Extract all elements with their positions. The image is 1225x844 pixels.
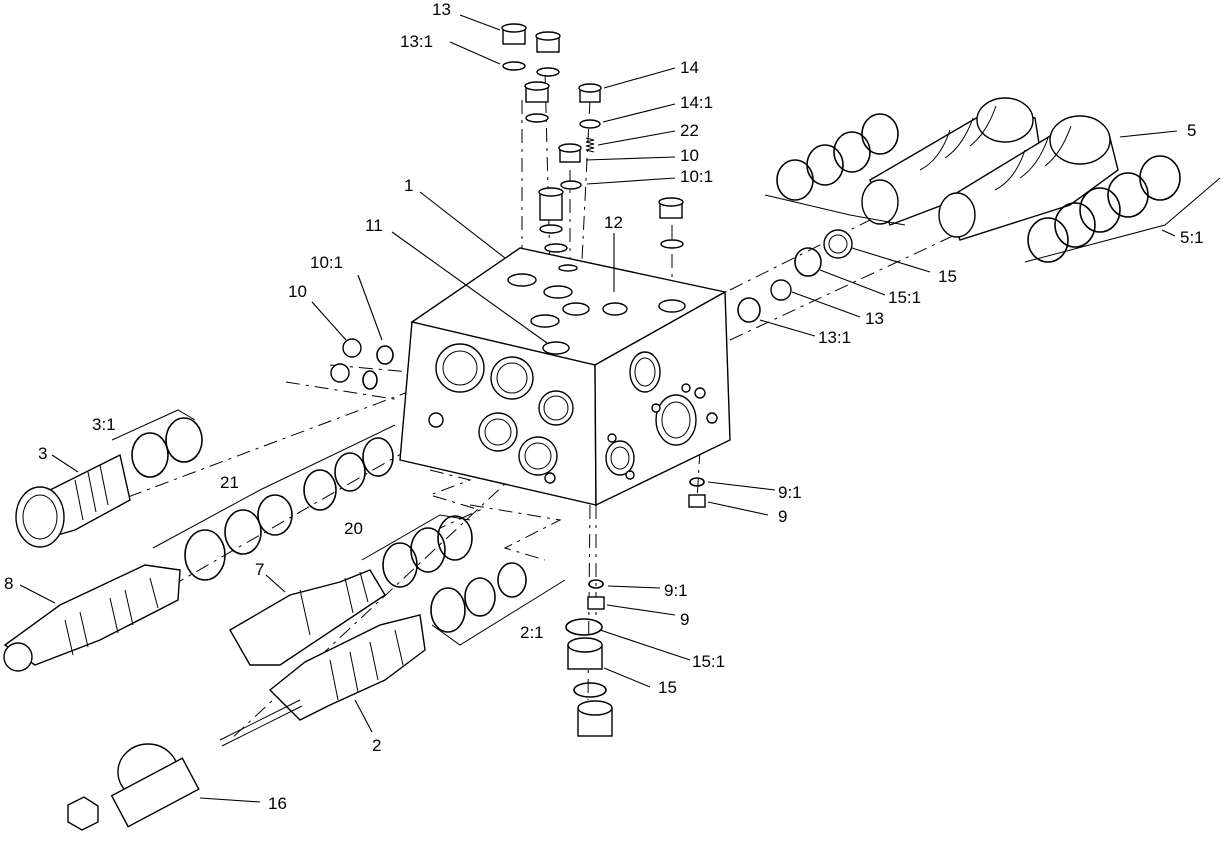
callout-9-lower: 9 bbox=[680, 610, 689, 629]
callout-labels: 13 13:1 14 14:1 22 10 10:1 1 11 12 5 5:1… bbox=[4, 0, 1204, 813]
callout-13-1-right: 13:1 bbox=[818, 328, 851, 347]
callout-9-upper: 9 bbox=[778, 507, 787, 526]
leader-lines bbox=[19, 14, 1178, 803]
callout-13-1-top: 13:1 bbox=[400, 32, 433, 51]
callout-9-1-lower: 9:1 bbox=[664, 581, 688, 600]
left-plugs bbox=[330, 338, 394, 390]
callout-21: 21 bbox=[220, 473, 239, 492]
manifold-block bbox=[399, 247, 731, 507]
left-cartridges bbox=[3, 409, 566, 831]
callout-10-1-top: 10:1 bbox=[680, 167, 713, 186]
callout-5-1: 5:1 bbox=[1180, 228, 1204, 247]
callout-10-1-left: 10:1 bbox=[310, 253, 343, 272]
callout-2: 2 bbox=[372, 736, 381, 755]
callout-11: 11 bbox=[365, 216, 383, 235]
callout-13-right: 13 bbox=[865, 309, 884, 328]
callout-15-right: 15 bbox=[938, 267, 957, 286]
bottom-plugs bbox=[565, 477, 706, 737]
callout-15-lower: 15 bbox=[658, 678, 677, 697]
callout-13-top: 13 bbox=[432, 0, 451, 19]
callout-2-1: 2:1 bbox=[520, 623, 544, 642]
callout-8: 8 bbox=[4, 574, 13, 593]
callout-14: 14 bbox=[680, 58, 699, 77]
callout-22: 22 bbox=[680, 121, 699, 140]
callout-15-1-lower: 15:1 bbox=[692, 652, 725, 671]
callout-1: 1 bbox=[404, 176, 413, 195]
callout-5: 5 bbox=[1187, 121, 1196, 140]
callout-9-1-upper: 9:1 bbox=[778, 483, 802, 502]
callout-12: 12 bbox=[604, 213, 623, 232]
callout-14-1: 14:1 bbox=[680, 93, 713, 112]
callout-10-left: 10 bbox=[288, 282, 307, 301]
callout-15-1-right: 15:1 bbox=[888, 288, 921, 307]
callout-10-top: 10 bbox=[680, 146, 699, 165]
callout-16: 16 bbox=[268, 794, 287, 813]
callout-20: 20 bbox=[344, 519, 363, 538]
callout-3: 3 bbox=[38, 444, 47, 463]
right-cartridges bbox=[737, 97, 1221, 323]
callout-3-1: 3:1 bbox=[92, 415, 116, 434]
callout-7: 7 bbox=[255, 560, 264, 579]
top-plugs bbox=[501, 23, 684, 272]
